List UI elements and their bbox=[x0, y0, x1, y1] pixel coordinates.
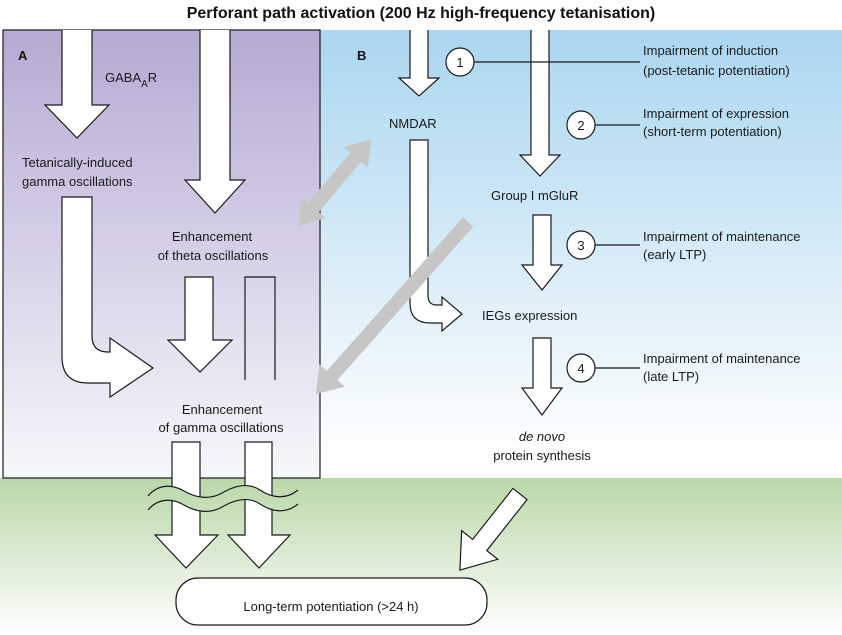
impairment-2-line2: (short-term potentiation) bbox=[643, 124, 782, 139]
gamma-to-enhancement-bent-arrow bbox=[61, 196, 155, 399]
theta-to-gamma-down-arrow bbox=[166, 276, 234, 373]
theta-input-down-arrow bbox=[183, 30, 247, 214]
gamma-to-ltp-right-arrow bbox=[226, 441, 292, 569]
mglur-to-gamma-arrow bbox=[315, 217, 474, 394]
figure-title: Perforant path activation (200 Hz high-f… bbox=[187, 5, 656, 22]
mglur-to-iegs-down-arrow bbox=[520, 214, 564, 291]
impairment-1-number: 1 bbox=[456, 55, 463, 70]
gabaar-label-tail: R bbox=[148, 70, 157, 85]
impairment-2-number: 2 bbox=[577, 118, 584, 133]
theta-nmdar-arrow-head-right bbox=[343, 138, 372, 168]
gabaar-label-main: GABA bbox=[105, 70, 141, 85]
impairment-3-number: 3 bbox=[577, 238, 584, 253]
theta-nmdar-double-arrow bbox=[298, 138, 372, 226]
tetanic-gamma-label-line2: gamma oscillations bbox=[22, 174, 133, 189]
time-break-wave-upper bbox=[147, 484, 299, 498]
gabaar-down-arrow bbox=[43, 30, 111, 139]
nmdar-input-down-arrow bbox=[397, 30, 441, 97]
impairment-4-line1: Impairment of maintenance bbox=[643, 351, 801, 366]
impairment-1-line1: Impairment of induction bbox=[643, 43, 778, 58]
panel-a-label: A bbox=[18, 48, 28, 63]
impairment-2-circle bbox=[566, 110, 596, 140]
impairment-4-number: 4 bbox=[577, 361, 584, 376]
mglur-input-down-arrow bbox=[518, 30, 562, 177]
iegs-label: IEGs expression bbox=[482, 308, 577, 323]
impairment-1-circle bbox=[445, 47, 475, 77]
synthesis-label: protein synthesis bbox=[493, 448, 591, 463]
impairment-4-circle bbox=[566, 353, 596, 383]
iegs-to-synthesis-down-arrow bbox=[520, 337, 564, 417]
theta-nmdar-arrow-head-left bbox=[298, 197, 326, 226]
gamma-enhancement-label-line2: of gamma oscillations bbox=[159, 420, 284, 435]
theta-bracket bbox=[244, 276, 276, 380]
synthesis-to-ltp-diagonal-arrow bbox=[459, 487, 528, 571]
impairment-2-line1: Impairment of expression bbox=[643, 106, 789, 121]
time-break-wave-lower bbox=[147, 498, 299, 512]
impairment-4-line2: (late LTP) bbox=[643, 369, 699, 384]
theta-nmdar-arrow-shaft bbox=[305, 149, 364, 216]
panel-b-label: B bbox=[357, 48, 366, 63]
gabaar-label-subscript: A bbox=[141, 79, 148, 90]
tetanic-gamma-label-line1: Tetanically-induced bbox=[22, 155, 133, 170]
theta-enhancement-label-line2: of theta oscillations bbox=[158, 248, 269, 263]
impairment-3-circle bbox=[566, 230, 596, 260]
ltp-outcome-box bbox=[175, 577, 488, 626]
theta-enhancement-label-line1: Enhancement bbox=[172, 229, 253, 244]
synthesis-label-italic: de novo bbox=[519, 429, 565, 444]
impairment-3-line2: (early LTP) bbox=[643, 247, 706, 262]
mglur-to-gamma-arrow-shaft bbox=[325, 217, 474, 382]
impairment-3-line1: Impairment of maintenance bbox=[643, 229, 801, 244]
mglur-to-gamma-arrow-head bbox=[315, 364, 345, 394]
ltp-outcome-label: Long-term potentiation (>24 h) bbox=[243, 599, 418, 614]
nmdar-label: NMDAR bbox=[389, 116, 437, 131]
gabaar-label: GABAAR bbox=[105, 70, 157, 90]
impairment-1-line2: (post-tetanic potentiation) bbox=[643, 63, 790, 78]
gamma-enhancement-label-line1: Enhancement bbox=[182, 402, 263, 417]
mglur-label: Group I mGluR bbox=[491, 188, 578, 203]
